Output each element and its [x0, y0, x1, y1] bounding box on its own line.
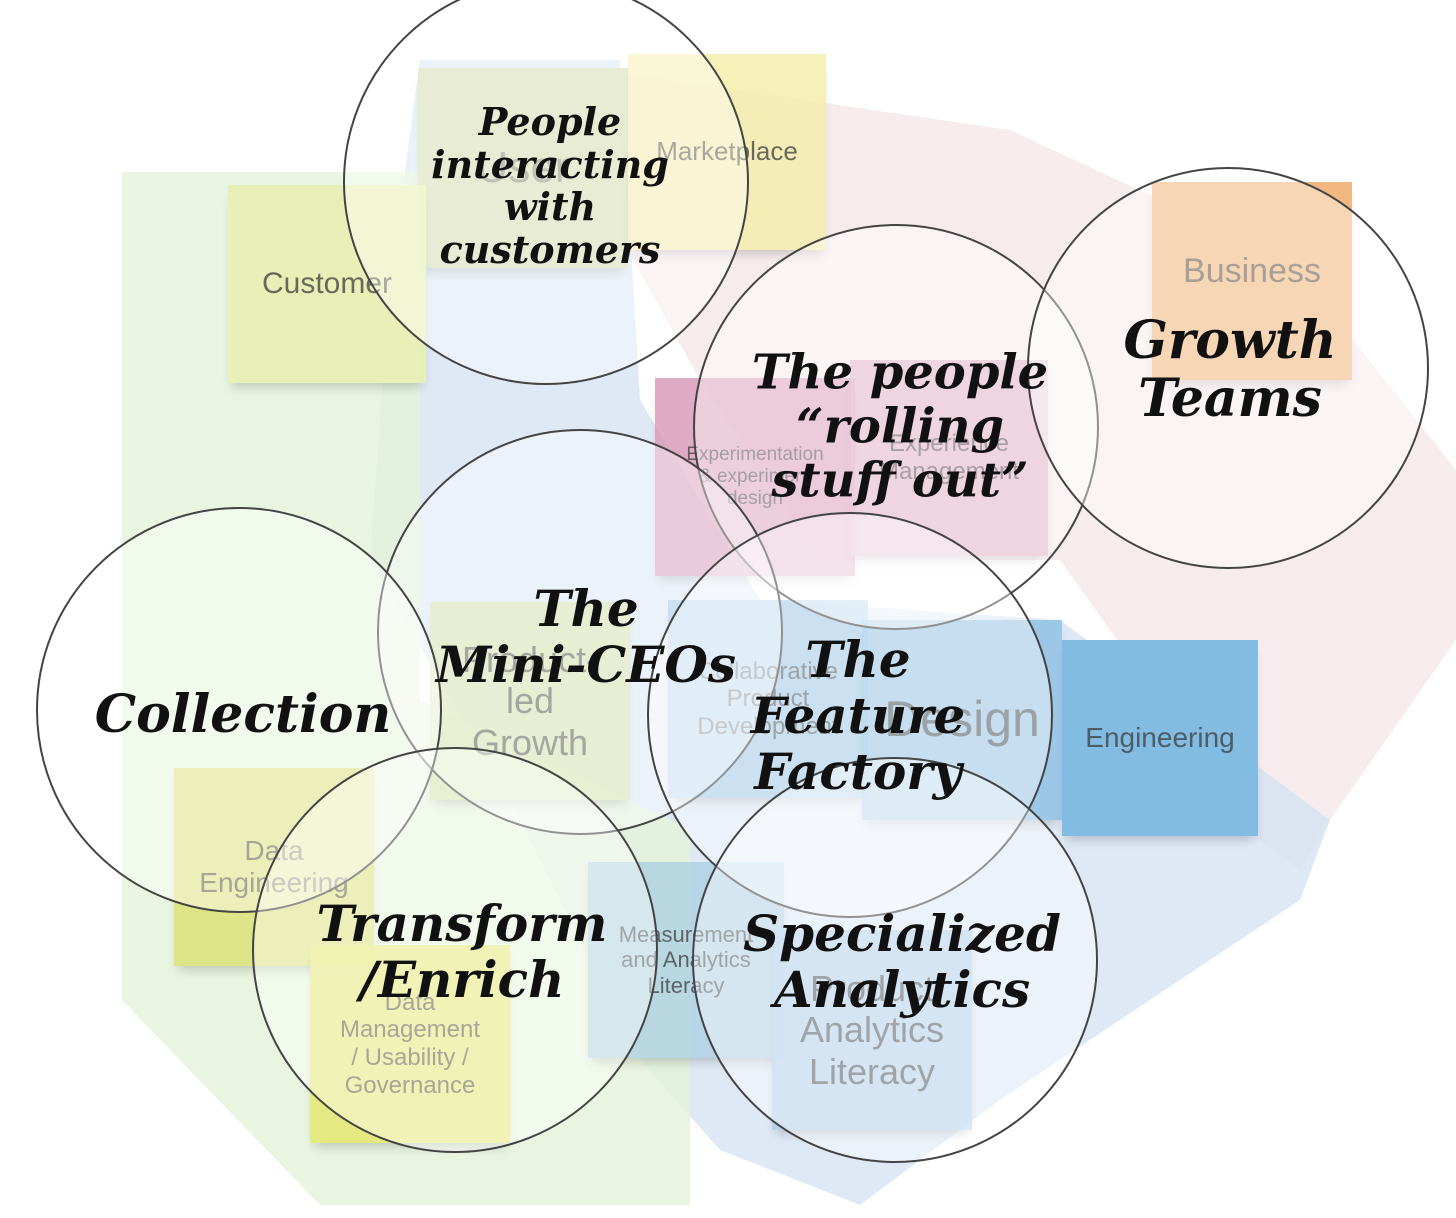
note-design: Design	[862, 620, 1062, 820]
note-product-analytics-literacy: Product Analytics Literacy	[772, 930, 972, 1130]
circle-transform	[252, 747, 658, 1153]
label-collection: Collection	[94, 683, 392, 745]
circle-growth-teams	[1027, 167, 1429, 569]
note-marketplace: Marketplace	[628, 54, 826, 250]
note-collaborative-product-development: Collaborative Product Development	[668, 600, 868, 798]
label-people-interacting: People interacting with customers	[431, 98, 669, 272]
note-customer: Customer	[228, 185, 426, 383]
circle-rolling-out	[693, 224, 1099, 630]
note-measurement: Measurement and Analytics Literacy	[588, 862, 784, 1058]
note-experimentation: Experimentation & experiment design	[655, 378, 855, 576]
label-growth-teams: Growth Teams	[1123, 309, 1337, 429]
label-mini-ceos: The Mini-CEOs	[435, 579, 737, 694]
note-business: Business	[1152, 182, 1352, 380]
label-transform: Transform /Enrich	[316, 894, 608, 1009]
note-product-led-growth: Product- led Growth	[430, 602, 630, 800]
label-feature-factory: The Feature Factory	[750, 630, 966, 801]
label-rolling-out: The people “rolling stuff out”	[751, 344, 1049, 508]
note-experience-management: Experience Management	[850, 360, 1048, 556]
note-user: User	[418, 68, 628, 268]
note-engineering: Engineering	[1062, 640, 1258, 836]
circle-collection	[36, 507, 442, 913]
label-specialized: Specialized Analytics	[743, 904, 1061, 1019]
circle-mini-ceos	[377, 429, 783, 835]
circle-feature-factory	[647, 512, 1053, 918]
circle-people-interacting	[343, 0, 749, 385]
note-data-management: Data Management / Usability / Governance	[310, 945, 510, 1143]
circle-specialized	[692, 757, 1098, 1163]
